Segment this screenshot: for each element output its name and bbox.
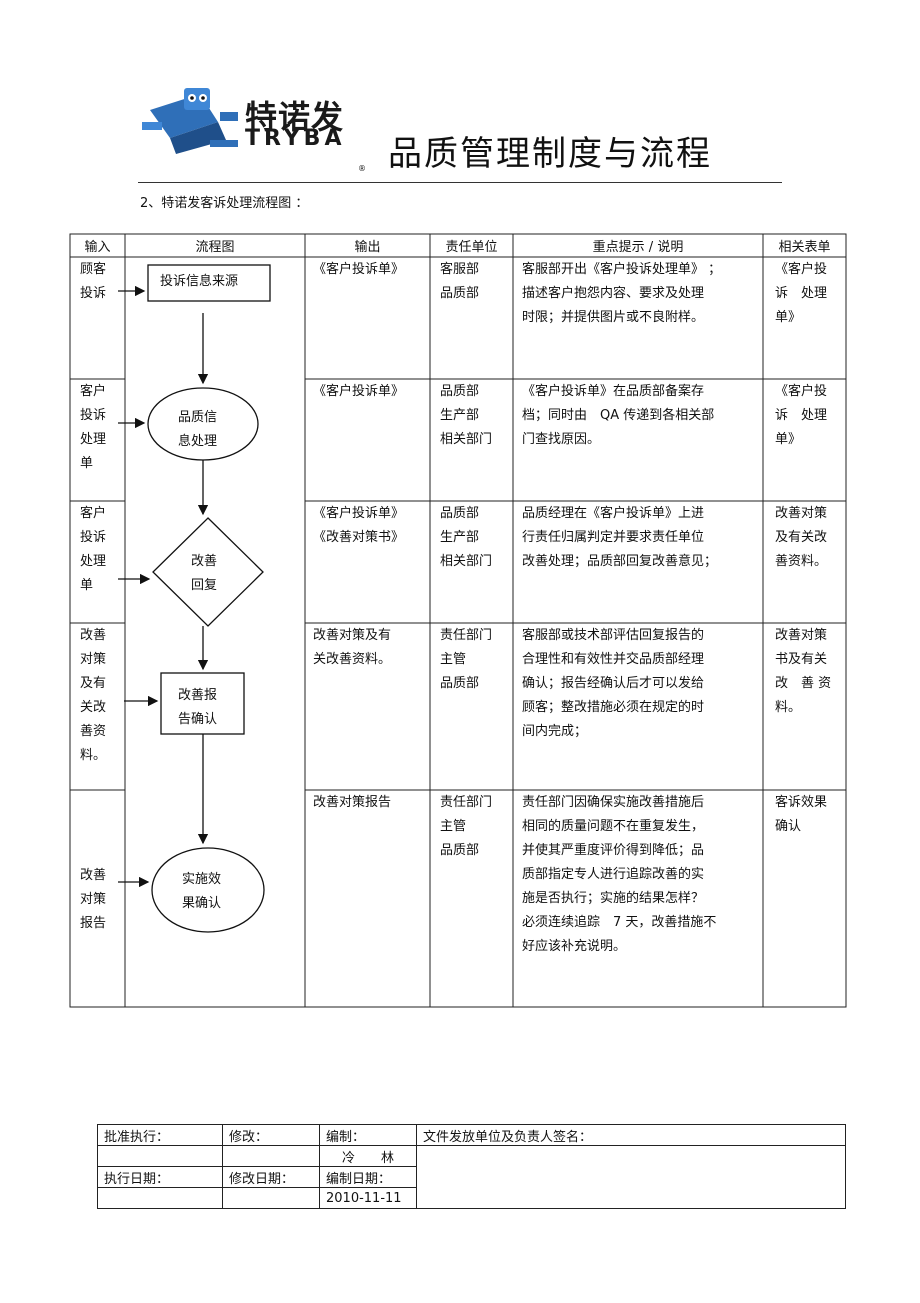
row1-form: 《客户投诉 处理单》	[775, 262, 828, 325]
flow-step-quality-info-line2: 息处理	[178, 434, 218, 449]
flow-step-effect-confirm-line1: 实施效	[182, 872, 222, 887]
mascot-icon	[142, 88, 238, 154]
flow-step-effect-confirm-line2: 果确认	[182, 896, 222, 911]
registered-mark: ®	[358, 164, 366, 173]
row2-note: 《客户投诉单》在品质部备案存档；同时由 QA 传递到各相关部门查找原因。	[522, 384, 715, 447]
row1-output: 《客户投诉单》	[313, 262, 405, 277]
row4-input: 改善对策及有关改善资料。	[80, 628, 107, 763]
signoff-table: 批准执行： 修改： 编制： 文件发放单位及负责人签名： 冷 林 执行日期： 修改…	[97, 1124, 846, 1209]
row2-dept: 品质部生产部相关部门	[440, 384, 493, 447]
row5-form: 客诉效果确认	[775, 795, 828, 834]
row3-dept: 品质部生产部相关部门	[440, 506, 493, 569]
flow-step-report-confirm-line1: 改善报	[178, 688, 218, 703]
row1-dept: 客服部品质部	[440, 262, 480, 301]
row3-note: 品质经理在《客户投诉单》上进行责任归属判定并要求责任单位改善处理；品质部回复改善…	[522, 506, 718, 569]
document-title: 品质管理制度与流程	[388, 134, 712, 174]
row2-form: 《客户投诉 处理单》	[775, 384, 828, 447]
revise-value	[222, 1145, 320, 1167]
row2-input: 客户投诉处理单	[80, 384, 107, 471]
flow-step-quality-info-line1: 品质信	[178, 410, 218, 425]
row3-input: 客户投诉处理单	[80, 506, 107, 593]
section-title: 2、特诺发客诉处理流程图 ：	[140, 196, 309, 211]
compiler-name: 冷 林	[319, 1145, 417, 1167]
title-divider	[138, 182, 782, 183]
compile-date-label: 编制日期：	[319, 1166, 417, 1188]
row5-dept: 责任部门主管品质部	[440, 795, 493, 858]
row2-output: 《客户投诉单》	[313, 384, 405, 399]
row4-note: 客服部或技术部评估回复报告的合理性和有效性并交品质部经理确认；报告经确认后才可以…	[522, 628, 705, 739]
row1-input: 顾客投诉	[80, 262, 107, 301]
row3-form: 改善对策及有关改善资料。	[775, 506, 828, 569]
logo-english: TRYBA	[245, 126, 346, 151]
flow-step-complaint-source: 投诉信息来源	[160, 274, 239, 289]
approve-value	[97, 1145, 223, 1167]
row5-note: 责任部门因确保实施改善措施后相同的质量问题不在重复发生，并使其严重度评价得到降低…	[522, 795, 717, 954]
tryba-logo: ®	[140, 82, 366, 173]
logo-chinese: 特诺发	[245, 98, 345, 136]
row4-form: 改善对策书及有关改 善 资料。	[775, 628, 832, 715]
flow-step-reply-line2: 回复	[191, 578, 218, 593]
row4-dept: 责任部门主管品质部	[440, 628, 493, 691]
distribution-signature-area	[416, 1145, 846, 1209]
flow-step-report-confirm-line2: 告确认	[178, 712, 218, 727]
compile-date-value: 2010-11-11	[319, 1187, 417, 1209]
header-output: 输出	[354, 240, 381, 255]
revise-date-label: 修改日期：	[222, 1166, 320, 1188]
row5-output: 改善对策报告	[313, 795, 392, 810]
header-forms: 相关表单	[778, 240, 831, 255]
approve-label: 批准执行：	[97, 1124, 223, 1146]
header-notes: 重点提示 / 说明	[592, 240, 684, 255]
row4-output: 改善对策及有关改善资料。	[313, 628, 392, 667]
row3-output: 《客户投诉单》《改善对策书》	[313, 506, 405, 545]
distribution-label: 文件发放单位及负责人签名：	[416, 1124, 846, 1146]
exec-date-value	[97, 1187, 223, 1209]
flow-step-reply-line1: 改善	[191, 554, 218, 569]
revise-label: 修改：	[222, 1124, 320, 1146]
exec-date-label: 执行日期：	[97, 1166, 223, 1188]
row5-input: 改善对策报告	[80, 868, 107, 931]
header-input: 输入	[84, 240, 111, 255]
header-responsible: 责任单位	[445, 240, 498, 255]
row1-note: 客服部开出《客户投诉处理单》 ；描述客户抱怨内容、要求及处理时限；并提供图片或不…	[522, 262, 722, 325]
revise-date-value	[222, 1187, 320, 1209]
compile-label: 编制：	[319, 1124, 417, 1146]
header-flowchart: 流程图	[195, 240, 235, 255]
